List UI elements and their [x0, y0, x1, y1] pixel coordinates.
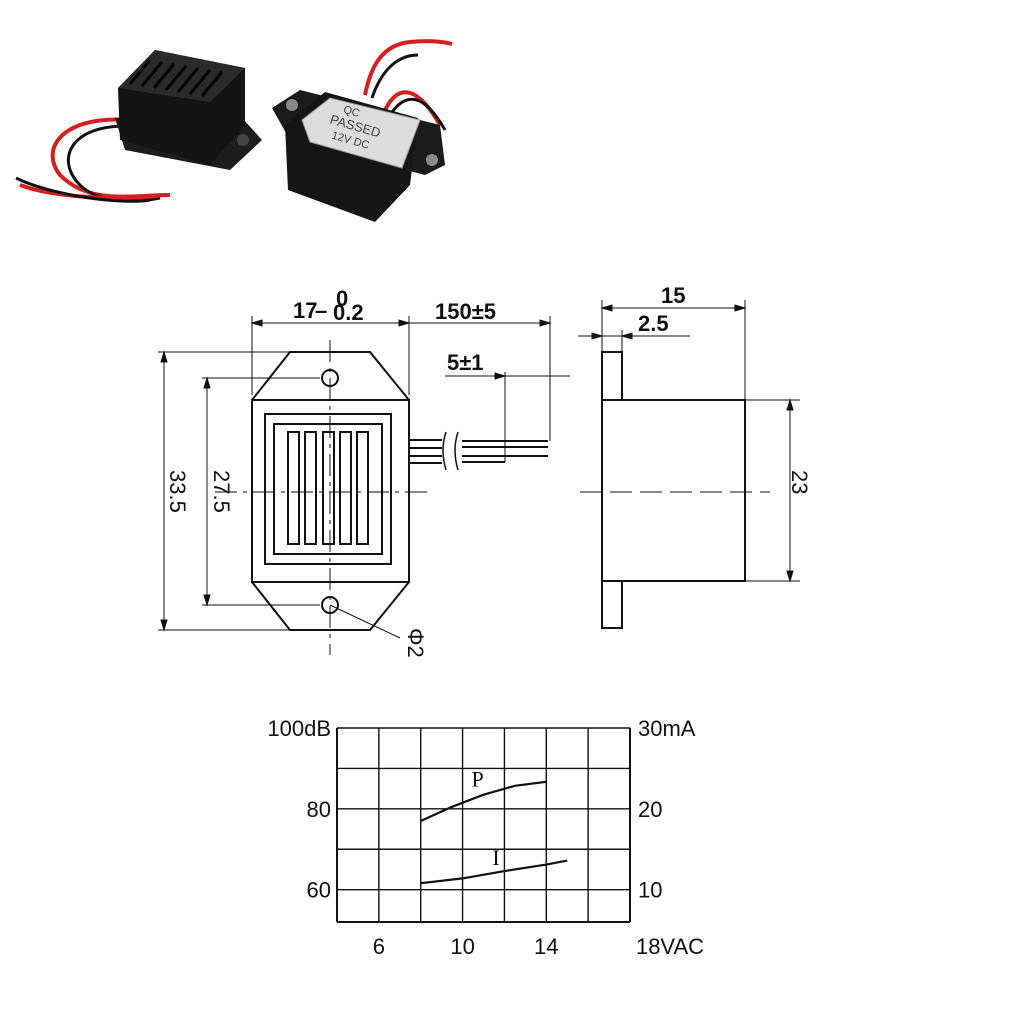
chart-series: [420, 780, 568, 885]
side-view: [580, 351, 770, 629]
y-left-tick-label: 60: [307, 878, 331, 903]
series-label-i: I: [492, 845, 499, 870]
x-tick-label: 10: [450, 934, 474, 959]
dim-width-nominal: 17: [293, 298, 317, 323]
side-dimensions: [578, 300, 800, 583]
y-left-tick-label: 80: [307, 797, 331, 822]
x-tick-label: 14: [534, 934, 558, 959]
series-label-p: P: [472, 767, 484, 792]
dim-body-height: 23: [787, 470, 812, 494]
dim-hole-spacing: 27.5: [209, 470, 234, 513]
photo-label-qc: QC: [342, 104, 361, 120]
front-dimensions: [158, 316, 570, 639]
series-line-i: [420, 859, 568, 885]
y-left-tick-label: 100dB: [267, 716, 331, 741]
chart-grid: [336, 727, 631, 923]
y-right-tick-label: 30mA: [638, 716, 696, 741]
chart-labels: 6 10 14 18VAC 100dB 80 60 30mA 20 10 P I: [267, 716, 704, 959]
x-tick-label: 6: [373, 934, 385, 959]
dim-hole-diameter: Φ2: [403, 628, 428, 658]
side-body: [601, 399, 746, 582]
series-line-p: [420, 780, 547, 823]
dim-wire-strip: 5±1: [447, 350, 484, 375]
product-photo-top: [15, 50, 262, 203]
dim-depth: 15: [661, 283, 685, 308]
y-right-tick-label: 20: [638, 797, 662, 822]
x-tick-label: 18VAC: [636, 934, 704, 959]
dim-width-tol-lower: 0.2: [333, 300, 364, 325]
performance-chart: 6 10 14 18VAC 100dB 80 60 30mA 20 10 P I: [267, 716, 704, 959]
dim-wire-length: 150±5: [435, 299, 496, 324]
dim-width-tol-upper: 0: [336, 286, 348, 311]
y-right-tick-label: 10: [638, 878, 662, 903]
front-view: [215, 340, 548, 655]
dim-width-dash: –: [315, 298, 327, 323]
product-photo-bottom: QC PASSED 12V DC: [272, 39, 453, 222]
dim-outer-height: 33.5: [165, 470, 190, 513]
dim-flange: 2.5: [638, 311, 669, 336]
